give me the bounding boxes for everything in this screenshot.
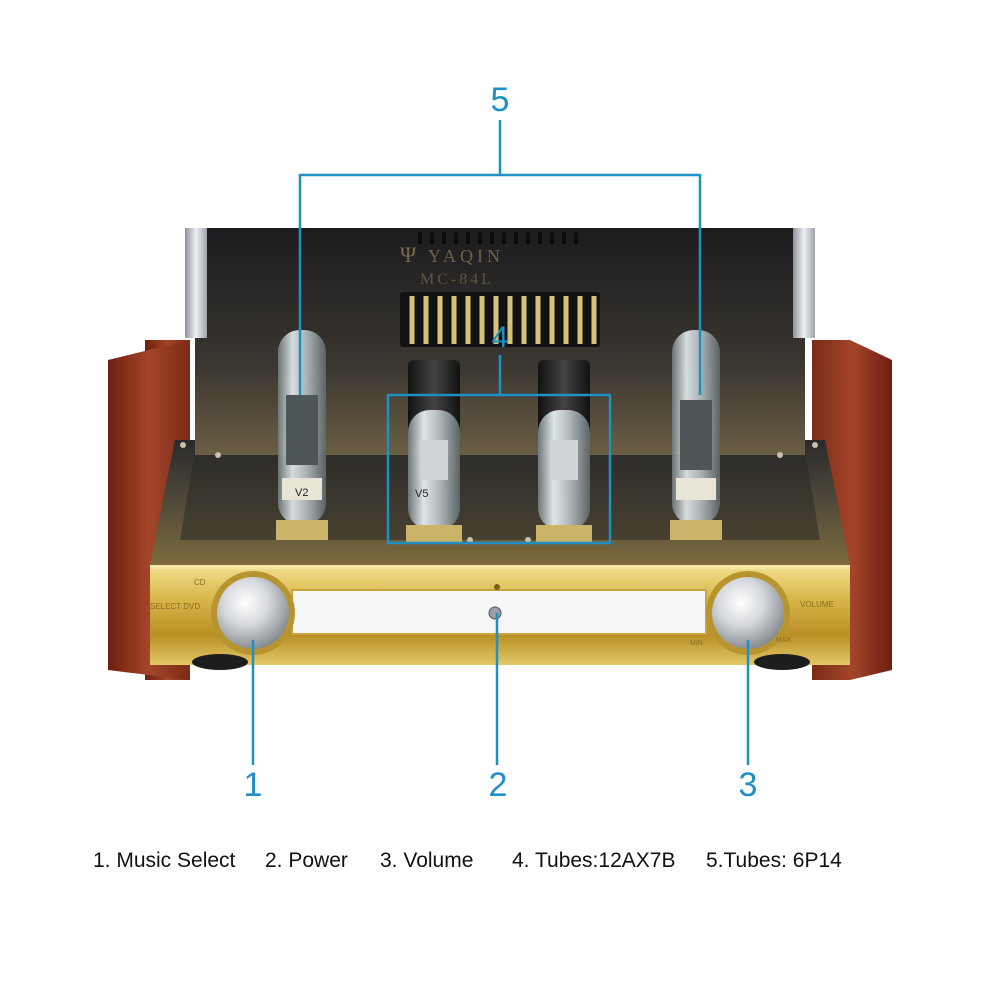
callout-lines — [251, 120, 750, 765]
panel-label-select: SELECT DVD — [150, 602, 200, 611]
panel-label-min: MIN — [690, 640, 703, 647]
power-switch[interactable] — [488, 606, 502, 620]
panel-label-volume: VOLUME — [800, 600, 834, 609]
music-select-knob[interactable] — [211, 571, 295, 655]
tube-cage — [400, 292, 600, 347]
tube-12ax7b-right — [536, 410, 592, 543]
cover-side-left — [185, 228, 207, 338]
callout-5: 5 — [490, 81, 510, 119]
legend-power: 2. Power — [265, 849, 348, 872]
brand-logo: Ψ — [400, 242, 419, 267]
callout-1: 1 — [243, 766, 263, 804]
legend-music-select: 1. Music Select — [93, 849, 236, 872]
tube-6p14-left — [276, 330, 328, 540]
power-led — [494, 584, 500, 590]
legend-volume: 3. Volume — [380, 849, 474, 872]
callout-4: 4 — [491, 321, 509, 354]
tube-6p14-right — [670, 330, 722, 540]
volume-knob[interactable] — [706, 571, 790, 655]
cover-side-right — [793, 228, 815, 338]
legend-tubes-12ax7b: 4. Tubes:12AX7B — [512, 849, 676, 872]
tube-label-v2: V2 — [295, 487, 308, 499]
vent-grille — [418, 232, 578, 244]
foot-right — [754, 654, 810, 670]
legend-tubes-6p14: 5.Tubes: 6P14 — [706, 849, 842, 872]
tube-12ax7b-left — [406, 410, 462, 543]
brand-name: YAQIN — [428, 246, 504, 266]
deck-screws — [180, 442, 818, 543]
callout-2: 2 — [488, 766, 508, 804]
callout-3: 3 — [738, 766, 758, 804]
foot-left — [192, 654, 248, 670]
panel-label-cd: CD — [194, 578, 206, 587]
model-name: MC-84L — [420, 271, 494, 288]
tube-label-v5: V5 — [415, 488, 428, 500]
panel-label-max: MAX — [776, 637, 792, 644]
